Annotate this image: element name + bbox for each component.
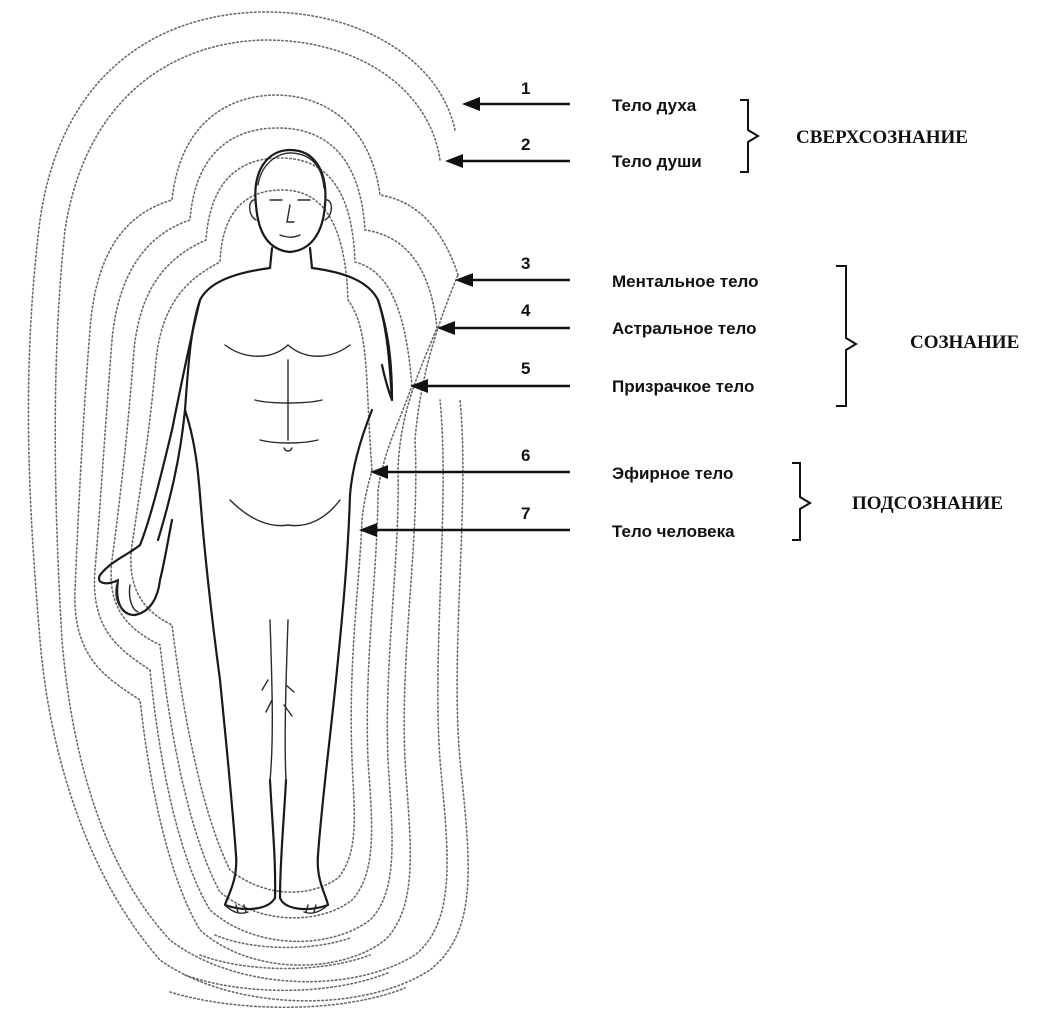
left-leg bbox=[200, 495, 275, 909]
human-figure bbox=[99, 150, 392, 913]
layer-label-3: Ментальное тело bbox=[612, 272, 758, 291]
knee-veins bbox=[262, 680, 294, 716]
bracket-superconscious bbox=[740, 100, 758, 172]
floor-aura-line bbox=[200, 955, 370, 969]
layer-number-3: 3 bbox=[521, 254, 530, 273]
layer-number-2: 2 bbox=[521, 135, 530, 154]
mouth bbox=[280, 235, 300, 237]
abdomen bbox=[255, 360, 322, 443]
hips bbox=[185, 410, 372, 495]
arrow-6 bbox=[370, 465, 570, 479]
layer-label-7: Тело человека bbox=[612, 522, 735, 541]
arrows bbox=[359, 97, 570, 537]
aura-layers bbox=[28, 12, 468, 1001]
layer-label-1: Тело духа bbox=[612, 96, 697, 115]
layer-label-5: Призрачкое тело bbox=[612, 377, 754, 396]
left-arm bbox=[99, 300, 200, 615]
bracket-conscious bbox=[836, 266, 856, 406]
layer-labels: Тело духа Тело души Ментальное тело Астр… bbox=[612, 96, 758, 541]
arrow-5 bbox=[410, 379, 570, 393]
aura-layer-4 bbox=[94, 128, 437, 941]
left-hand bbox=[116, 580, 138, 612]
layer-label-6: Эфирное тело bbox=[612, 464, 733, 483]
right-leg bbox=[280, 495, 350, 909]
floor-aura bbox=[170, 935, 405, 1007]
layer-label-2: Тело души bbox=[612, 152, 702, 171]
layer-number-1: 1 bbox=[521, 79, 530, 98]
layer-number-6: 6 bbox=[521, 446, 530, 465]
brackets bbox=[740, 100, 856, 540]
navel bbox=[284, 448, 292, 451]
arrow-3 bbox=[455, 273, 570, 287]
group-label-superconscious: СВЕРХСОЗНАНИЕ bbox=[796, 127, 968, 148]
arrow-1 bbox=[462, 97, 570, 111]
layer-number-7: 7 bbox=[521, 504, 530, 523]
group-label-conscious: СОЗНАНИЕ bbox=[910, 332, 1019, 353]
layer-label-4: Астральное тело bbox=[612, 319, 757, 338]
torso-outline bbox=[158, 268, 392, 540]
groin bbox=[230, 500, 340, 526]
group-label-subconscious: ПОДСОЗНАНИЕ bbox=[852, 493, 1003, 514]
group-labels: СВЕРХСОЗНАНИЕ СОЗНАНИЕ ПОДСОЗНАНИЕ bbox=[796, 127, 1019, 514]
chest bbox=[225, 345, 350, 356]
nose bbox=[287, 205, 294, 222]
arrow-4 bbox=[437, 321, 570, 335]
layer-number-5: 5 bbox=[521, 359, 530, 378]
layer-number-4: 4 bbox=[521, 301, 531, 320]
bracket-subconscious bbox=[792, 463, 810, 540]
arrow-2 bbox=[445, 154, 570, 168]
aura-layer-2 bbox=[55, 40, 447, 982]
aura-layer-1 bbox=[28, 12, 468, 1001]
arrow-7 bbox=[359, 523, 570, 537]
layer-numbers: 1 2 3 4 5 6 7 bbox=[521, 79, 531, 523]
